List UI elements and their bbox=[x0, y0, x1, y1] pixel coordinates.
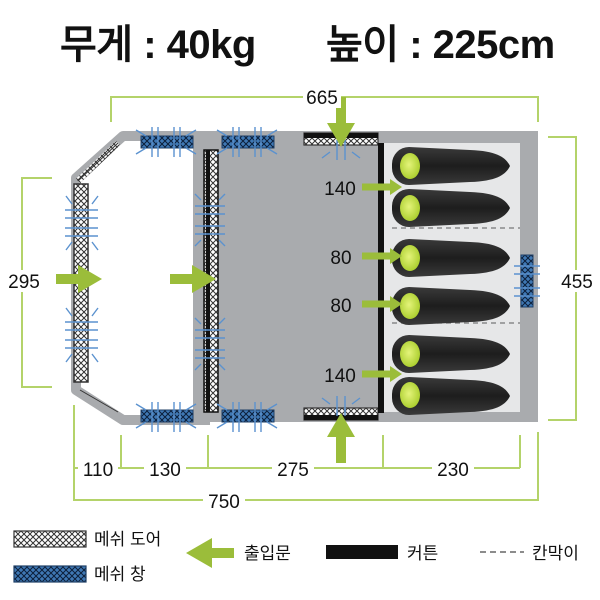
legend-mesh-window-label: 메쉬 창 bbox=[94, 565, 146, 584]
sleeping-bag bbox=[392, 147, 510, 185]
dim-spacing-4: 140 bbox=[324, 366, 356, 387]
entrance-arrows bbox=[56, 97, 402, 463]
dim-left-height: 295 bbox=[8, 272, 40, 293]
ventilation-symbols bbox=[65, 127, 540, 432]
sleeping-bags bbox=[392, 147, 510, 415]
dim-bottom-4: 230 bbox=[437, 460, 469, 481]
legend-curtain-label: 커튼 bbox=[407, 544, 438, 563]
dimension-labels: 665 295 455 110 130 275 230 750 140 80 8… bbox=[2, 86, 599, 513]
legend: 메쉬 도어 메쉬 창 출입문 커튼 칸막이 bbox=[13, 530, 579, 584]
legend-curtain-swatch bbox=[326, 545, 398, 559]
entrance-arrow-icon bbox=[170, 265, 216, 293]
height-title: 높이 : 225cm bbox=[326, 23, 555, 67]
mesh-window-rear bbox=[520, 254, 534, 308]
dim-spacing-3: 80 bbox=[330, 296, 351, 317]
legend-mesh-window-swatch bbox=[13, 565, 87, 583]
legend-partition-label: 칸막이 bbox=[532, 544, 579, 563]
entrance-arrow-icon bbox=[327, 97, 355, 147]
mesh-window bbox=[140, 409, 194, 423]
mesh-window bbox=[221, 409, 275, 423]
sleeping-bag bbox=[392, 239, 510, 277]
dim-spacing-2: 80 bbox=[330, 248, 351, 269]
dim-bottom-3: 275 bbox=[277, 460, 309, 481]
mesh-window bbox=[221, 135, 275, 149]
weight-title: 무게 : 40kg bbox=[60, 23, 256, 67]
dim-spacing-1: 140 bbox=[324, 179, 356, 200]
legend-mesh-door-swatch bbox=[13, 530, 87, 548]
dim-total-width: 750 bbox=[208, 492, 240, 513]
entrance-arrow-icon bbox=[327, 413, 355, 463]
mesh-window bbox=[140, 135, 194, 149]
dim-bottom-1: 110 bbox=[83, 460, 113, 481]
legend-entrance-label: 출입문 bbox=[244, 544, 291, 563]
sleeping-bag bbox=[392, 287, 510, 325]
curtain-bedroom bbox=[378, 143, 384, 413]
dim-top-width: 665 bbox=[306, 88, 338, 109]
entrance-arrow-icon bbox=[56, 265, 102, 293]
dim-bottom-2: 130 bbox=[149, 460, 181, 481]
sleeping-bag bbox=[392, 189, 510, 227]
dim-right-height: 455 bbox=[561, 272, 593, 293]
legend-entrance-arrow-icon bbox=[186, 538, 234, 568]
sleeping-bag bbox=[392, 335, 510, 373]
sleeping-bag bbox=[392, 377, 510, 415]
legend-mesh-door-label: 메쉬 도어 bbox=[94, 530, 161, 549]
